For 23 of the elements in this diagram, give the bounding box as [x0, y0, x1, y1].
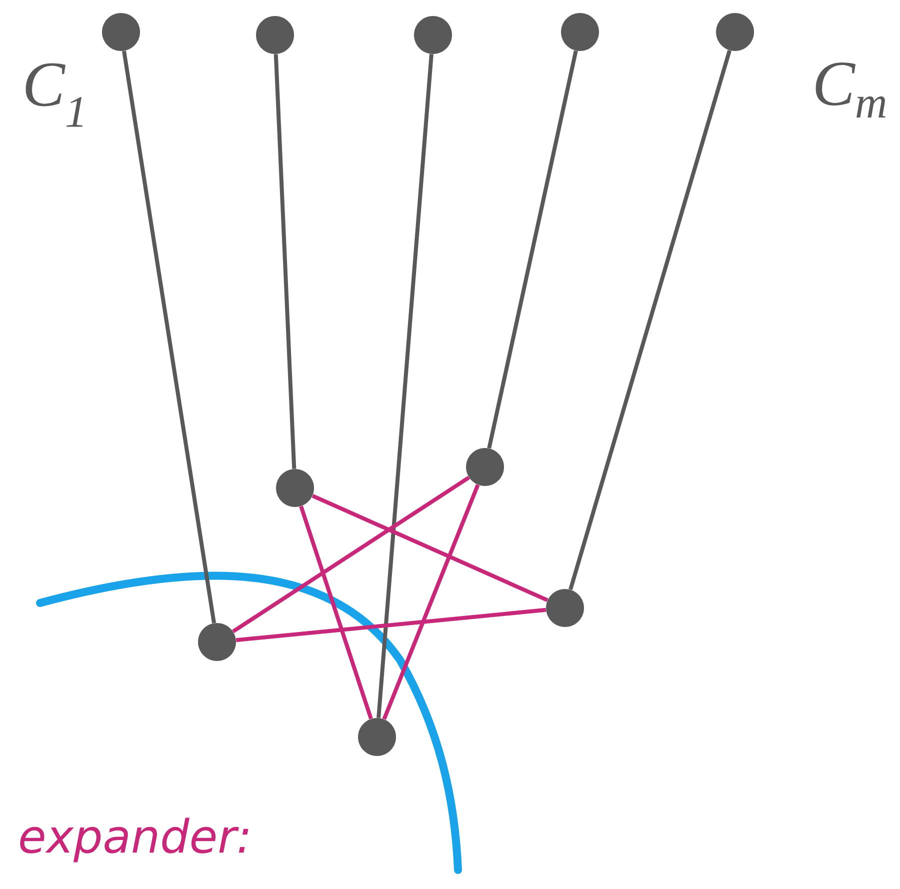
line — [274, 54, 296, 469]
dot — [198, 623, 236, 661]
dot — [561, 13, 599, 51]
line — [232, 476, 470, 634]
set-label: C$_{m}$ — [816, 62, 886, 118]
line — [122, 50, 216, 624]
dot — [546, 589, 584, 627]
line — [236, 608, 546, 642]
line — [299, 506, 373, 720]
dot — [414, 16, 452, 54]
line — [382, 484, 480, 720]
dot — [256, 16, 294, 54]
line — [568, 50, 732, 590]
dot — [716, 13, 754, 51]
caption-text: expander: — [20, 818, 248, 862]
dot — [358, 718, 396, 756]
line — [487, 50, 578, 449]
set-label: C$_{1}$ — [26, 63, 82, 127]
dot — [102, 13, 140, 51]
line — [312, 494, 548, 602]
dot — [466, 448, 504, 486]
line — [376, 54, 434, 718]
dot — [276, 469, 314, 507]
